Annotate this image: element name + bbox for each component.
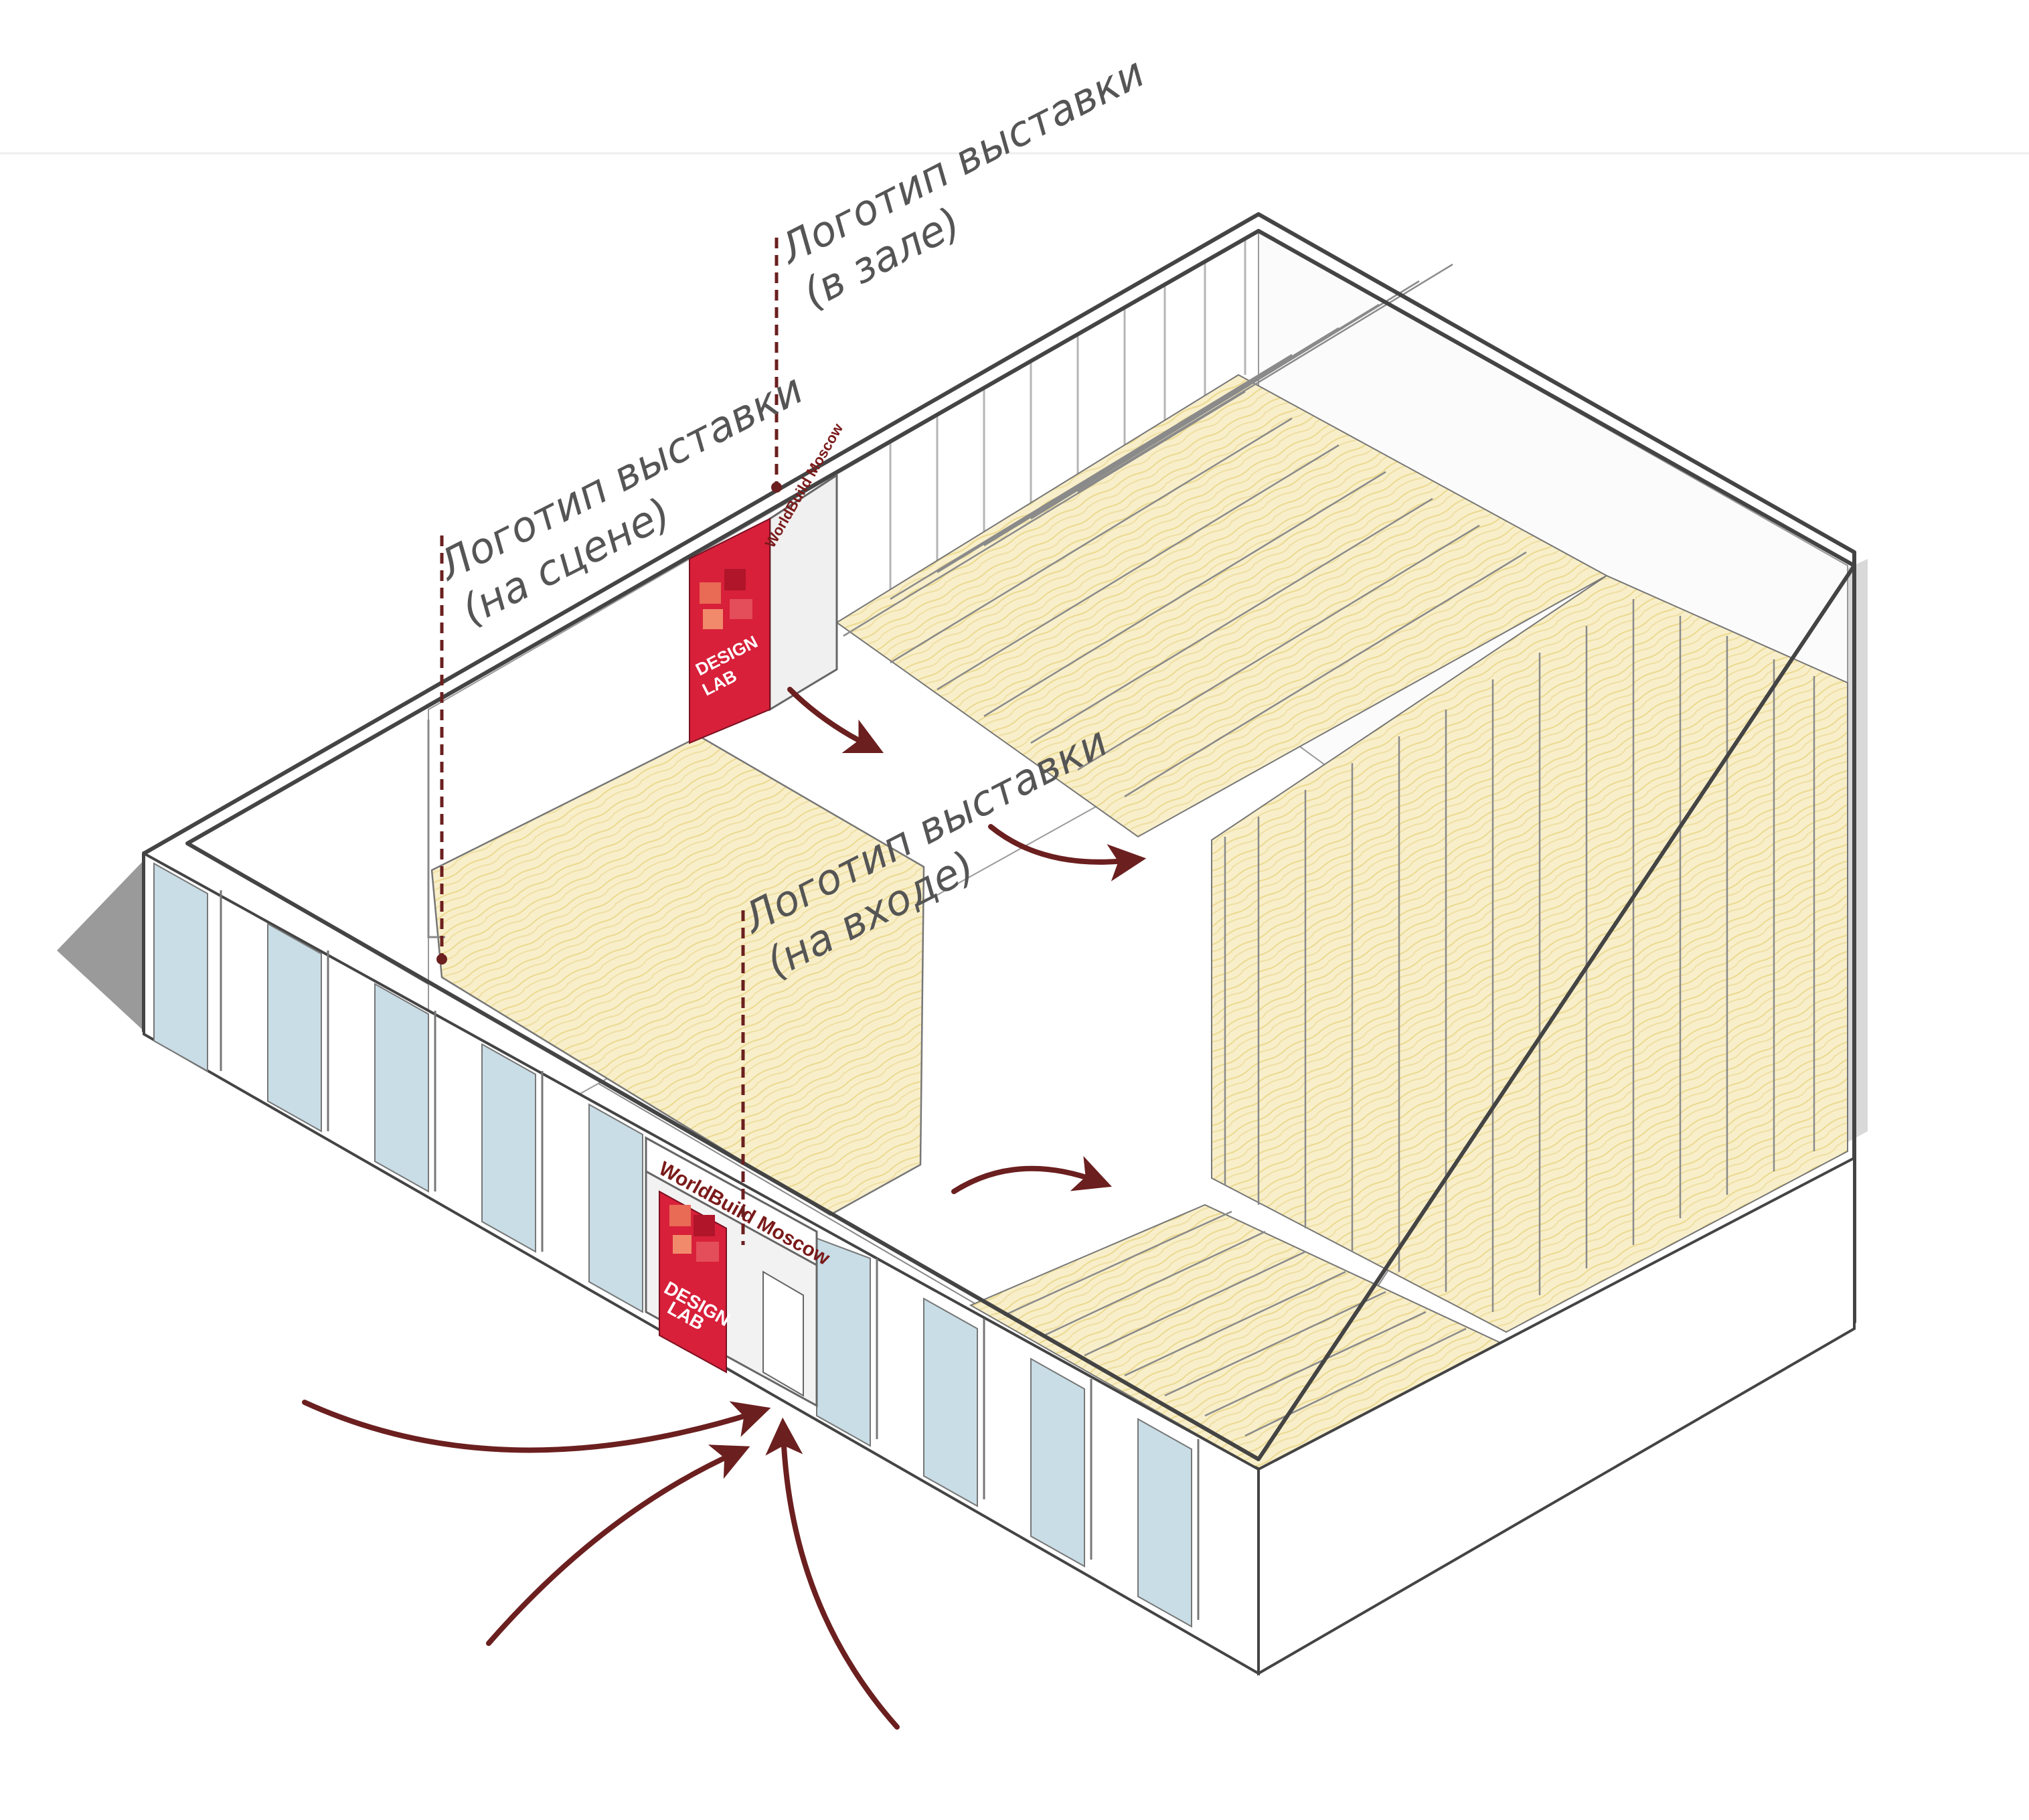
arrow-from-hall-logo xyxy=(787,687,884,754)
seating-right-tiers xyxy=(1211,574,1848,1333)
callout-hall: Логотип выставки (в зале) xyxy=(771,48,1152,318)
arrow-entrance-right xyxy=(951,1155,1112,1194)
facade-windows xyxy=(153,862,1192,1628)
seating-back-tiers xyxy=(835,263,1609,838)
flow-arrows xyxy=(302,687,1147,1730)
seating-front-tiers xyxy=(969,1204,1508,1471)
arrow-approach-bottom xyxy=(765,1417,900,1730)
arrow-approach-left xyxy=(302,1400,771,1453)
callout-leader-dots xyxy=(436,482,782,965)
building-shadow xyxy=(57,860,147,1034)
callout-leaders xyxy=(440,238,779,1245)
stage-backdrop-frame xyxy=(427,720,445,938)
arrow-stage-right xyxy=(988,824,1147,882)
facade-columns xyxy=(220,890,1200,1620)
entrance-logo-sign: DESIGN LAB xyxy=(659,1190,734,1374)
facade-right xyxy=(1257,1155,1856,1676)
arrow-approach-bottom-left xyxy=(486,1444,750,1646)
